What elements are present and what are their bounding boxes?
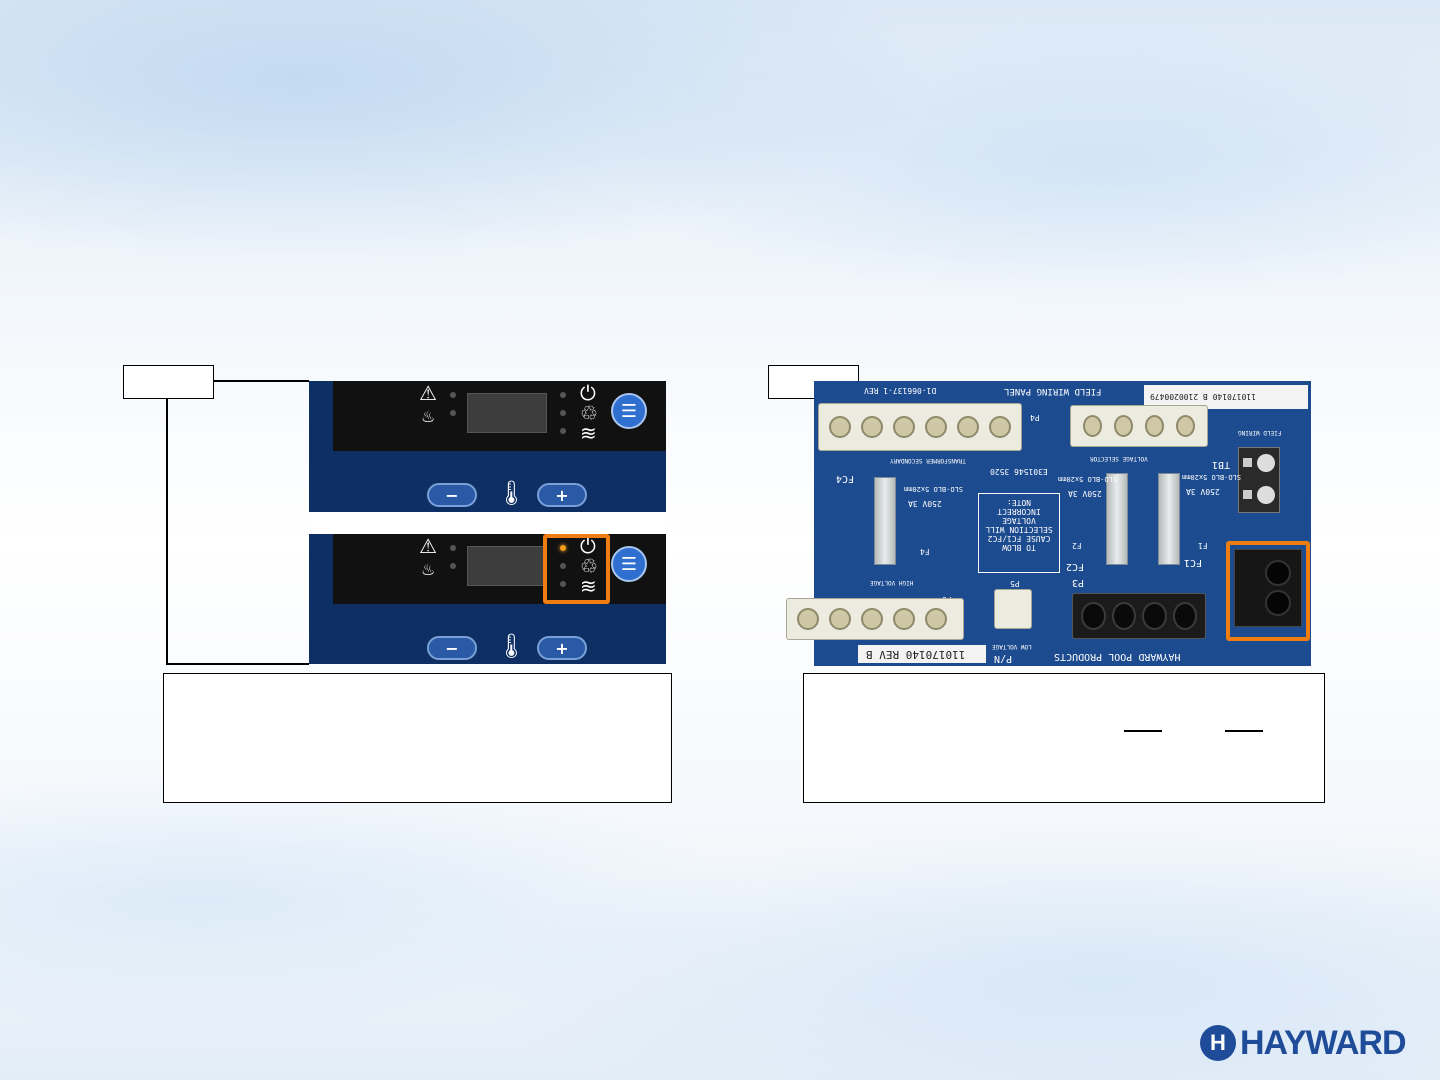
underline-mark-2 xyxy=(1225,730,1263,732)
control-panel-normal: ⚠ ♨ ⏻ ♲ ≋ ☰ − 🌡 + xyxy=(309,381,666,512)
f2-label: F2 xyxy=(1072,541,1082,550)
pn-label: P/N xyxy=(994,653,1013,664)
hayward-logo: H HAYWARD xyxy=(1200,1022,1432,1064)
pump-icon: ♲ xyxy=(580,401,598,425)
p6-connector xyxy=(786,598,964,640)
note-line-3: SELECTION WILL xyxy=(985,525,1053,534)
temperature-display xyxy=(467,393,547,433)
f4-label: F4 xyxy=(920,547,930,556)
service-warning-icon: ⚠ xyxy=(419,534,437,558)
f2-fuse-rating: 250V 3A xyxy=(1068,489,1102,498)
f1-fuse-type: SLO-BLO 5x20mm xyxy=(1182,473,1242,481)
power-led xyxy=(560,392,566,398)
fuse-f4 xyxy=(874,477,896,565)
underline-mark-1 xyxy=(1124,730,1162,732)
pump-icon: ♲ xyxy=(580,554,598,578)
service-warning-icon: ⚠ xyxy=(419,381,437,405)
pump-led xyxy=(560,410,566,416)
board-title-label: FIELD WIRING PANEL xyxy=(1004,386,1102,396)
plus-button[interactable]: + xyxy=(537,636,587,660)
minus-button[interactable]: − xyxy=(427,636,477,660)
flow-led xyxy=(560,581,566,587)
p3-connector xyxy=(1072,593,1206,639)
f2-fuse-type: SLO-BLO 5x20mm xyxy=(1058,475,1118,483)
fuse-f1 xyxy=(1158,473,1180,565)
p4-label: P4 xyxy=(1030,413,1040,422)
menu-button[interactable]: ☰ xyxy=(611,393,647,429)
led-highlight-box xyxy=(543,534,610,604)
heat-led xyxy=(450,410,456,416)
note-line-4: CAUSE FC1/FC2 xyxy=(987,534,1051,543)
part-number-plate: 110170140 REV B xyxy=(858,645,986,663)
hayward-logo-mark: H xyxy=(1200,1025,1236,1061)
fc2-label: FC2 xyxy=(1066,561,1085,572)
note-line-5: TO BLOW xyxy=(1002,543,1036,552)
fc4-label: FC4 xyxy=(836,473,855,484)
flame-icon: ♨ xyxy=(421,407,436,426)
note-line-1: INCORRECT xyxy=(997,507,1041,516)
fc1-label: FC1 xyxy=(1184,557,1203,568)
fuse-f2 xyxy=(1106,473,1128,565)
power-icon: ⏻ xyxy=(580,381,596,405)
left-bracket-vertical xyxy=(166,398,168,664)
control-panel-fault: ⚠ ♨ ⏻ ♲ ≋ ☰ − 🌡 + xyxy=(309,534,666,664)
manufacturer-label: HAYWARD POOL PRODUCTS xyxy=(1054,651,1181,662)
left-bracket-line xyxy=(213,380,309,382)
low-voltage-label: LOW VOLTAGE xyxy=(992,643,1032,650)
left-label-box xyxy=(123,365,214,399)
temperature-display xyxy=(467,546,547,586)
f4-fuse-rating: 250V 3A xyxy=(908,499,942,508)
cert-label: E301546 3520 xyxy=(990,467,1048,476)
thermometer-icon: 🌡 xyxy=(496,479,527,507)
note-box: NOTE: INCORRECT VOLTAGE SELECTION WILL C… xyxy=(978,493,1060,573)
p4-connector xyxy=(818,403,1022,451)
p5-label: P5 xyxy=(1010,579,1020,588)
p5-connector xyxy=(994,589,1032,629)
power-icon: ⏻ xyxy=(580,534,596,558)
hayward-logo-text: HAYWARD xyxy=(1240,1023,1407,1062)
field-wiring-label: FIELD WIRING xyxy=(1238,429,1282,436)
water-flow-icon: ≋ xyxy=(580,574,597,598)
menu-icon: ☰ xyxy=(620,400,638,422)
service-led xyxy=(450,392,456,398)
flow-led xyxy=(560,428,566,434)
service-led xyxy=(450,545,456,551)
menu-icon: ☰ xyxy=(620,553,638,575)
water-flow-icon: ≋ xyxy=(580,421,597,445)
tb1-label: TB1 xyxy=(1212,459,1231,470)
note-title: NOTE: xyxy=(1006,498,1032,507)
voltage-selector-connector xyxy=(1070,405,1208,447)
high-voltage-label: HIGH VOLTAGE xyxy=(870,579,914,586)
voltage-selector-label: VOLTAGE SELECTOR xyxy=(1090,455,1148,462)
f4-fuse-type: SLO-BLO 5x20mm xyxy=(904,485,964,493)
tb1-terminal xyxy=(1238,447,1280,513)
plus-button[interactable]: + xyxy=(537,483,587,507)
p3-label: P3 xyxy=(1072,577,1085,588)
power-led-lit xyxy=(560,545,566,551)
heat-led xyxy=(450,563,456,569)
pump-led xyxy=(560,563,566,569)
board-rev-label: D1-066137-1 REV xyxy=(864,386,937,395)
note-line-2: VOLTAGE xyxy=(1002,516,1036,525)
f1-fuse-rating: 250V 3A xyxy=(1186,487,1220,496)
connector-highlight-box xyxy=(1226,541,1310,641)
right-caption-box xyxy=(803,673,1325,803)
menu-button[interactable]: ☰ xyxy=(611,546,647,582)
f1-label: F1 xyxy=(1198,541,1208,550)
transformer-label: TRANSFORMER SECONDARY xyxy=(890,457,966,464)
thermometer-icon: 🌡 xyxy=(496,632,527,660)
two-pin-connector xyxy=(1234,549,1302,627)
left-bracket-bottom xyxy=(166,663,309,665)
flame-icon: ♨ xyxy=(421,560,436,579)
left-caption-box xyxy=(163,673,672,803)
minus-button[interactable]: − xyxy=(427,483,477,507)
panel-divider xyxy=(309,512,666,534)
